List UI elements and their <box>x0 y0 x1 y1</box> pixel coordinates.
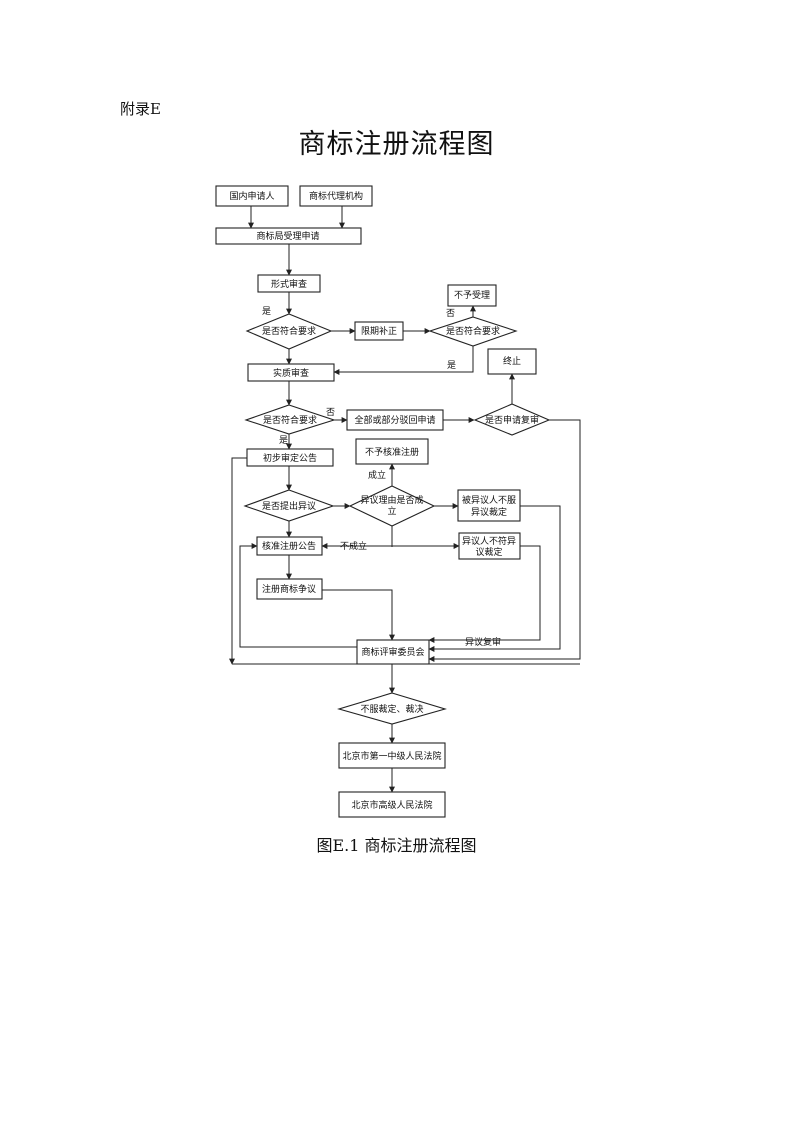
node-decision-meets-1: 是否符合要求 <box>245 313 333 350</box>
svg-text:是否申请复审: 是否申请复审 <box>485 414 539 426</box>
svg-text:商标代理机构: 商标代理机构 <box>309 190 363 202</box>
edge-label-opposition-review: 异议复审 <box>465 636 501 648</box>
svg-text:形式审查: 形式审查 <box>271 278 307 290</box>
node-applicant: 国内申请人 <box>215 185 289 207</box>
svg-text:商标评审委员会: 商标评审委员会 <box>361 646 424 658</box>
node-not-approved: 不予核准注册 <box>355 438 429 465</box>
edge-label-yes-2: 是 <box>447 360 456 371</box>
node-decision-review: 是否申请复审 <box>473 403 551 436</box>
svg-text:异议理由是否成: 异议理由是否成 <box>360 494 423 506</box>
edge-label-established: 成立 <box>368 469 386 481</box>
svg-text:被异议人不服: 被异议人不服 <box>462 494 516 506</box>
svg-text:异议裁定: 异议裁定 <box>471 506 507 518</box>
node-decision-meets-3: 是否符合要求 <box>244 404 336 435</box>
node-beijing-high-court: 北京市高级人民法院 <box>338 791 446 818</box>
node-opposed-party-appeal: 被异议人不服 异议裁定 <box>457 489 521 522</box>
node-registration-notice: 核准注册公告 <box>256 536 323 556</box>
node-decision-opposition: 是否提出异议 <box>243 489 335 522</box>
svg-text:商标局受理申请: 商标局受理申请 <box>256 230 319 242</box>
node-rejected-filing: 不予受理 <box>447 284 497 307</box>
node-decision-grounds: 异议理由是否成 立 <box>348 485 436 527</box>
svg-text:是否符合要求: 是否符合要求 <box>263 414 317 426</box>
svg-text:不予核准注册: 不予核准注册 <box>365 446 419 458</box>
svg-text:注册商标争议: 注册商标争议 <box>262 583 316 595</box>
svg-text:核准注册公告: 核准注册公告 <box>262 540 316 552</box>
svg-text:不服裁定、裁决: 不服裁定、裁决 <box>360 703 423 715</box>
svg-text:异议人不符异: 异议人不符异 <box>462 535 516 547</box>
node-decision-meets-2: 是否符合要求 <box>428 316 518 347</box>
node-preliminary-notice: 初步审定公告 <box>246 448 334 467</box>
node-correction: 限期补正 <box>354 321 404 341</box>
node-reject-application: 全部或部分驳回申请 <box>346 409 444 431</box>
svg-text:终止: 终止 <box>503 355 521 367</box>
edge-label-yes-1: 是 <box>262 306 271 317</box>
node-decision-dissatisfied: 不服裁定、裁决 <box>337 692 447 725</box>
svg-text:是否提出异议: 是否提出异议 <box>262 500 316 512</box>
node-substantive-exam: 实质审查 <box>247 363 335 382</box>
svg-text:议裁定: 议裁定 <box>475 546 502 558</box>
svg-text:北京市第一中级人民法院: 北京市第一中级人民法院 <box>342 750 441 762</box>
edge-label-not-established: 不成立 <box>340 540 367 552</box>
connectors <box>229 206 581 793</box>
document-title: 商标注册流程图 <box>298 129 495 160</box>
node-agency: 商标代理机构 <box>299 185 373 207</box>
svg-text:不予受理: 不予受理 <box>454 289 490 301</box>
svg-text:北京市高级人民法院: 北京市高级人民法院 <box>351 799 432 811</box>
svg-text:国内申请人: 国内申请人 <box>229 190 274 202</box>
node-formal-exam: 形式审查 <box>257 274 321 293</box>
node-office-accepts: 商标局受理申请 <box>215 227 362 245</box>
svg-text:立: 立 <box>387 505 396 517</box>
node-terminate: 终止 <box>487 348 537 375</box>
edge-label-no-1: 否 <box>446 308 455 319</box>
svg-text:全部或部分驳回申请: 全部或部分驳回申请 <box>354 414 435 426</box>
node-registered-dispute: 注册商标争议 <box>256 578 323 600</box>
node-review-board: 商标评审委员会 <box>356 639 430 665</box>
edge-label-no-2: 否 <box>326 407 335 418</box>
svg-text:实质审查: 实质审查 <box>273 367 309 379</box>
node-beijing-intermediate-court: 北京市第一中级人民法院 <box>338 742 446 769</box>
svg-text:限期补正: 限期补正 <box>361 325 397 337</box>
svg-text:是否符合要求: 是否符合要求 <box>446 325 500 337</box>
svg-text:初步审定公告: 初步审定公告 <box>263 452 317 464</box>
node-opponent-appeal: 异议人不符异 议裁定 <box>458 532 521 560</box>
svg-text:是否符合要求: 是否符合要求 <box>262 325 316 337</box>
appendix-label: 附录E <box>120 100 161 118</box>
figure-caption: 图E.1 商标注册流程图 <box>316 836 477 855</box>
edge-label-yes-3: 是 <box>279 435 288 446</box>
